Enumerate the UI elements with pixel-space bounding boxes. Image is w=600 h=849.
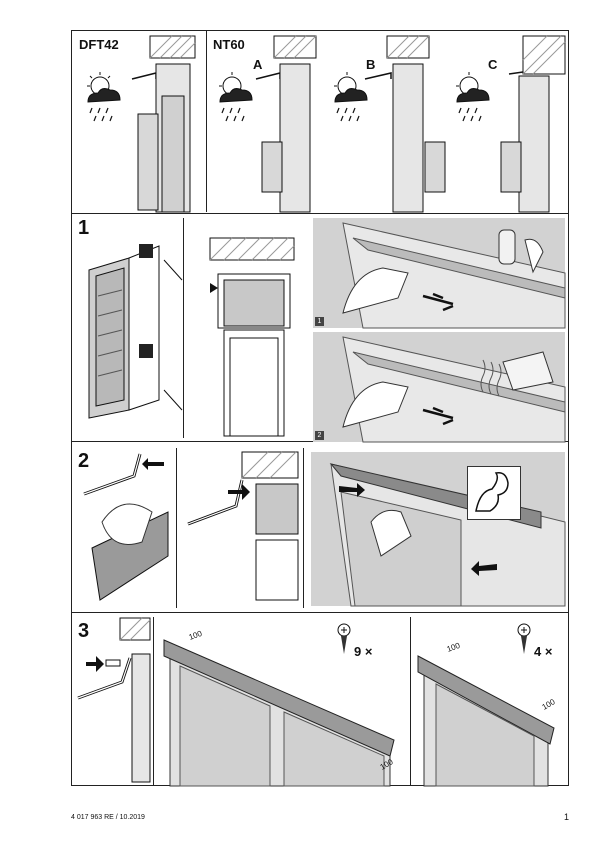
- screw-icon: [337, 623, 351, 654]
- variant-label-a: A: [253, 57, 263, 72]
- measure-label-start: 100: [188, 629, 204, 642]
- screw-count-right: 4 ×: [534, 644, 553, 659]
- cleaning-photo-2: 2: [313, 332, 566, 443]
- strength-icon: [467, 466, 521, 520]
- weather-door-diagram-dft42: [87, 35, 196, 213]
- screw-icon-right: [517, 623, 531, 654]
- step-number-3: 3: [78, 620, 90, 642]
- seal-profile-section: [187, 451, 299, 601]
- photo-number-2: 2: [315, 431, 324, 440]
- weather-door-diagram-b: [334, 35, 446, 213]
- photo-number-1: 1: [315, 317, 324, 326]
- divider-step2-b: [303, 448, 304, 608]
- weather-door-diagram-c: [456, 35, 566, 213]
- door-frame-illustration: [88, 244, 183, 419]
- step-number-2: 2: [78, 450, 90, 472]
- door-seal-install-left: 100 100: [163, 629, 395, 787]
- screw-count-left: 9 ×: [354, 644, 373, 659]
- divider-step3: [72, 612, 568, 613]
- seal-peel-illustration: [83, 453, 169, 601]
- step-number-1: 1: [78, 217, 90, 239]
- divider-top: [72, 213, 568, 214]
- screw-mount-section: [77, 617, 151, 783]
- model-label-dft42: DFT42: [79, 37, 119, 52]
- divider-step3-a: [153, 617, 154, 786]
- door-seal-install-right: 100 100: [417, 641, 558, 787]
- model-label-nt60: NT60: [213, 37, 245, 52]
- divider-step1-a: [183, 218, 184, 438]
- measure-label-right-end: 100: [541, 697, 558, 712]
- variant-label-c: C: [488, 57, 498, 72]
- measure-label-right-start: 100: [446, 641, 462, 654]
- variant-label-b: B: [366, 57, 376, 72]
- page-number: 1: [564, 812, 570, 822]
- weather-icon: [87, 72, 121, 122]
- door-profile-section: [190, 237, 295, 437]
- divider-step2-a: [176, 448, 177, 608]
- seal-press-photo: [311, 452, 566, 607]
- document-id: 4 017 963 RE / 10.2019: [71, 814, 145, 821]
- divider-models: [206, 30, 207, 212]
- weather-door-diagram-a: [219, 35, 317, 213]
- cleaning-photo-1: 1: [313, 218, 566, 329]
- divider-step3-b: [410, 617, 411, 786]
